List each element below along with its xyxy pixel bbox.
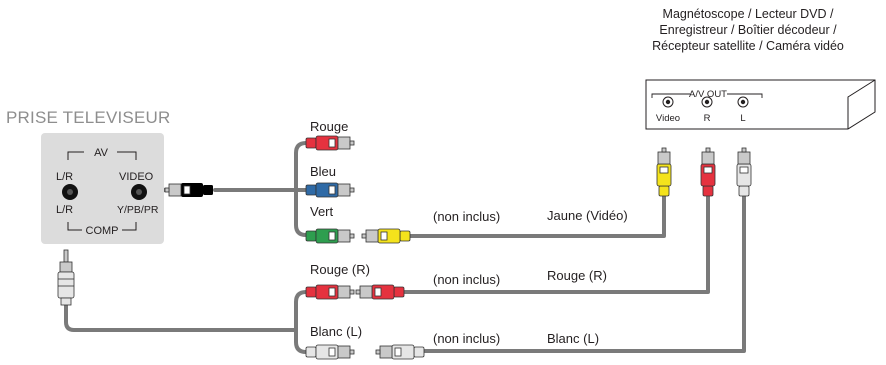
white-audio-cable (423, 194, 746, 353)
tv-lr-top-label: L/R (56, 171, 73, 183)
tv-lr-bottom-label: L/R (56, 204, 73, 216)
tv-audio-minijack-plug (57, 249, 75, 306)
tv-video-label: VIDEO (119, 171, 154, 183)
device-jack-video-label: Video (656, 113, 680, 124)
source-device: A/V OUT Video R L (645, 79, 876, 130)
yellow-video-cable (408, 194, 666, 238)
red-cable-name: Rouge (R) (547, 268, 607, 283)
tv-panel-title: PRISE TELEVISEUR (6, 108, 171, 127)
green-plug-label: Vert (310, 204, 334, 219)
device-white-plug (736, 147, 752, 197)
rouge-r-plug-label: Rouge (R) (310, 262, 370, 277)
device-jack-l-label: L (740, 113, 745, 124)
yellow-video-plug-near (361, 228, 411, 244)
device-caption: Magnétoscope / Lecteur DVD / Enregistreu… (614, 6, 882, 54)
video-cable-name: Jaune (Vidéo) (547, 208, 628, 223)
audio-splitter-cable-lower (294, 328, 308, 354)
device-caption-line: Récepteur satellite / Caméra vidéo (652, 39, 844, 53)
blanc-l-plug-label: Blanc (L) (310, 324, 363, 339)
device-caption-line: Enregistreur / Boîtier décodeur / (659, 23, 837, 37)
green-component-plug (305, 228, 355, 244)
video-cable-not-included: (non inclus) (433, 209, 501, 224)
white-audio-plug-splitter (305, 344, 355, 360)
red-cable-not-included: (non inclus) (433, 272, 501, 287)
tv-ypbpr-label: Y/PB/PR (117, 204, 159, 216)
device-yellow-plug (656, 147, 672, 197)
red-audio-plug-cable (355, 284, 405, 300)
white-audio-plug-cable (375, 344, 425, 360)
tv-input-panel: AV L/R VIDEO L/R Y/PB/PR COMP (41, 133, 164, 244)
blue-plug-label: Bleu (310, 164, 337, 179)
tv-av-label: AV (94, 147, 109, 159)
white-cable-name: Blanc (L) (547, 331, 600, 346)
av-out-label: A/V OUT (689, 89, 727, 100)
blue-component-plug (305, 182, 355, 198)
red-audio-cable (403, 194, 710, 294)
tv-comp-label: COMP (86, 225, 119, 237)
cables (64, 141, 746, 354)
audio-splitter-cable (64, 290, 308, 332)
tv-video-yellow-plug (164, 182, 214, 198)
white-cable-not-included: (non inclus) (433, 331, 501, 346)
device-jack-r-label: R (704, 113, 711, 124)
device-caption-line: Magnétoscope / Lecteur DVD / (662, 7, 834, 21)
red-component-plug (305, 135, 355, 151)
device-red-plug (700, 147, 716, 197)
red-audio-plug-splitter (305, 284, 355, 300)
red-plug-label: Rouge (310, 119, 349, 134)
